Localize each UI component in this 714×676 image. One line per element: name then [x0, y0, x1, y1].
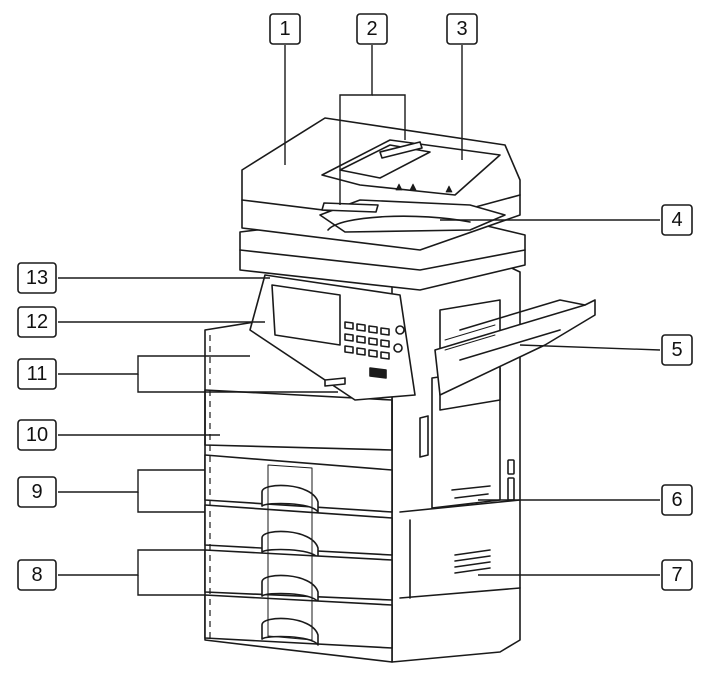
callout-label: 9: [31, 481, 42, 503]
callout-label: 3: [456, 18, 467, 40]
callout-1: 1: [269, 13, 301, 45]
callout-label: 7: [671, 564, 682, 586]
paper-tray-1: [204, 454, 393, 513]
callout-10: 10: [17, 419, 57, 451]
usb-port: [324, 377, 346, 387]
front-cover: [204, 389, 393, 451]
output-tray: [434, 299, 596, 411]
callout-label: 6: [671, 489, 682, 511]
callout-label: 11: [27, 363, 48, 385]
document-feeder: [241, 117, 521, 251]
paper-tray-4: [204, 594, 393, 649]
callout-label: 1: [279, 18, 290, 40]
callout-label: 8: [31, 564, 42, 586]
callout-label: 12: [26, 311, 48, 333]
callout-5: 5: [661, 334, 693, 366]
callout-4: 4: [661, 204, 693, 236]
callout-12: 12: [17, 306, 57, 338]
callout-label: 10: [26, 424, 48, 446]
callout-13: 13: [17, 262, 57, 294]
callout-9: 9: [17, 476, 57, 508]
callout-2: 2: [356, 13, 388, 45]
callout-label: 4: [671, 209, 682, 231]
paper-tray-2: [204, 504, 393, 559]
paper-tray-3: [204, 549, 393, 603]
callout-label: 5: [671, 339, 682, 361]
callout-6: 6: [661, 484, 693, 516]
left-cover-handle: [419, 415, 429, 458]
callout-8: 8: [17, 559, 57, 591]
callout-7: 7: [661, 559, 693, 591]
control-panel: [249, 274, 416, 401]
callout-3: 3: [446, 13, 478, 45]
leader-lines: [58, 45, 661, 596]
callout-label: 2: [366, 18, 377, 40]
callout-group: 1 2 3 4 5 6 7: [17, 13, 693, 591]
callout-11: 11: [17, 358, 57, 390]
callout-label: 13: [26, 267, 48, 289]
